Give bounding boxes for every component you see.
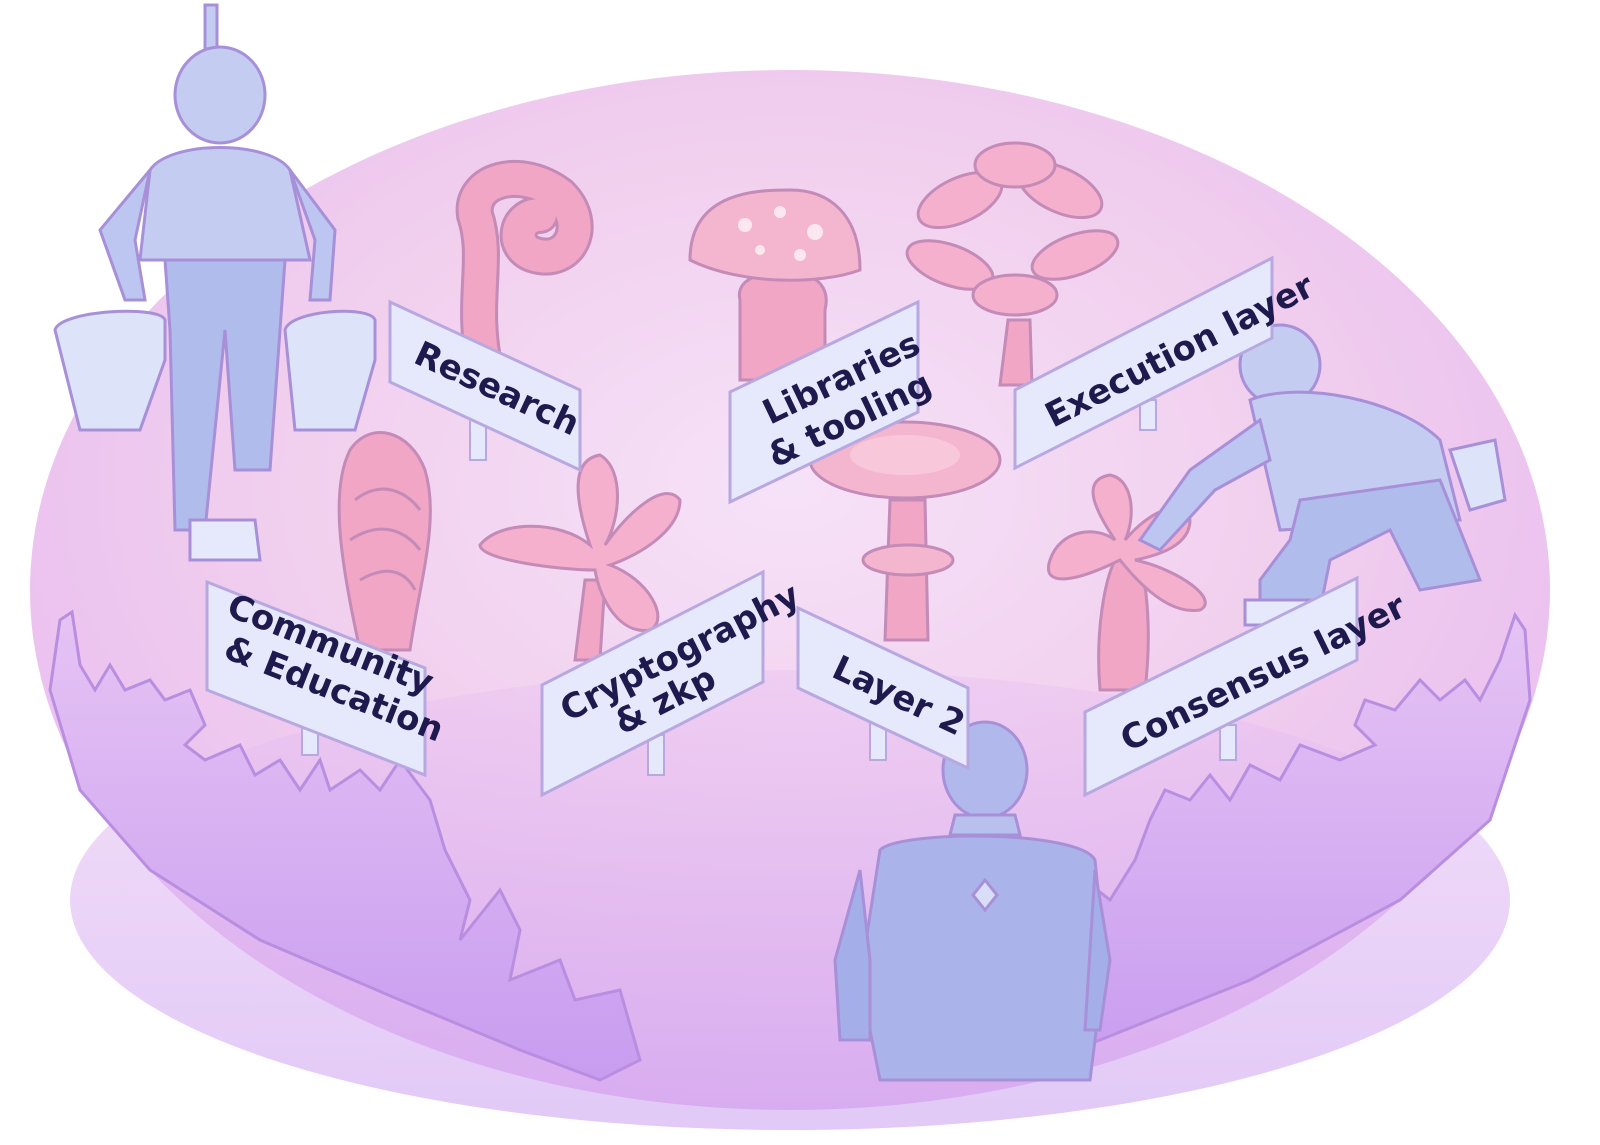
large-flower-plant (1046, 473, 1207, 692)
left-bush (48, 609, 642, 1082)
spotted-mushroom-plant (688, 188, 862, 382)
puffball-plant (808, 420, 1002, 642)
spiral-fern-plant (455, 160, 594, 389)
crouching-gardener-figure (1137, 323, 1507, 627)
sign-community-education: Community & Education (205, 579, 449, 778)
gardener-with-buckets-figure (53, 3, 377, 562)
leafy-tree-plant (905, 141, 1120, 387)
star-flower-plant (478, 453, 682, 662)
bud-plant (337, 431, 432, 652)
